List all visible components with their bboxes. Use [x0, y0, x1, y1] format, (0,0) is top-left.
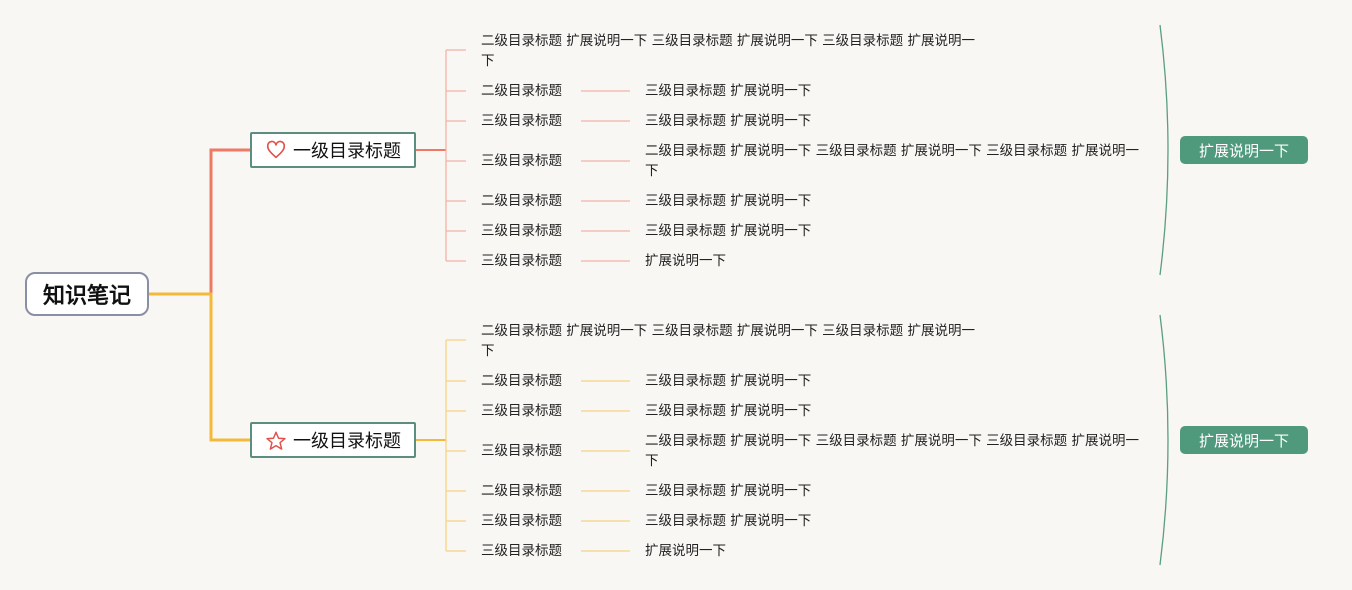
trunk-line-bottom: [149, 292, 250, 442]
level2-node[interactable]: 三级目录标题: [481, 443, 562, 459]
level3-node[interactable]: 扩展说明一下: [645, 543, 726, 559]
level1-label-b: 一级目录标题: [293, 431, 401, 452]
trunk-line-top: [149, 148, 250, 296]
level3-node[interactable]: 二级目录标题 扩展说明一下 三级目录标题 扩展说明一下 三级目录标题 扩展说明一…: [645, 433, 1139, 469]
level2-node[interactable]: 二级目录标题: [481, 193, 562, 209]
branch-b-lines: [416, 339, 630, 552]
level2-node[interactable]: 三级目录标题: [481, 403, 562, 419]
summary-label-top: 扩展说明一下: [1198, 141, 1289, 160]
level3-node[interactable]: 三级目录标题 扩展说明一下: [645, 373, 812, 389]
root-branch-lines: [149, 148, 250, 442]
level3-node[interactable]: 扩展说明一下: [645, 253, 726, 269]
level2-node[interactable]: 三级目录标题: [481, 113, 562, 129]
level2-node[interactable]: 二级目录标题: [481, 373, 562, 389]
level2-node[interactable]: 三级目录标题: [481, 513, 562, 529]
summary-label-bottom: 扩展说明一下: [1198, 431, 1289, 450]
level2-node[interactable]: 三级目录标题: [481, 543, 562, 559]
level3-node[interactable]: 三级目录标题 扩展说明一下: [645, 403, 812, 419]
level1-node-b[interactable]: 一级目录标题: [250, 422, 416, 458]
level3-node[interactable]: 二级目录标题 扩展说明一下 三级目录标题 扩展说明一下 三级目录标题 扩展说明一…: [645, 143, 1139, 179]
level3-node[interactable]: 三级目录标题 扩展说明一下: [645, 113, 812, 129]
heart-icon: [265, 139, 287, 161]
root-node[interactable]: 知识笔记: [25, 272, 149, 316]
root-label: 知识笔记: [42, 284, 131, 309]
level3-node[interactable]: 三级目录标题 扩展说明一下: [645, 223, 812, 239]
level2-node[interactable]: 二级目录标题: [481, 483, 562, 499]
level3-node[interactable]: 三级目录标题 扩展说明一下: [645, 513, 812, 529]
summary-brace-bottom: [1159, 314, 1169, 566]
level3-node[interactable]: 三级目录标题 扩展说明一下: [645, 483, 812, 499]
summary-tag-bottom[interactable]: 扩展说明一下: [1180, 426, 1308, 454]
level3-node[interactable]: 三级目录标题 扩展说明一下: [645, 193, 812, 209]
level3-node[interactable]: 三级目录标题 扩展说明一下: [645, 83, 812, 99]
level2-node[interactable]: 二级目录标题 扩展说明一下 三级目录标题 扩展说明一下 三级目录标题 扩展说明一…: [481, 323, 975, 359]
level2-node[interactable]: 三级目录标题: [481, 153, 562, 169]
summary-tag-top[interactable]: 扩展说明一下: [1180, 136, 1308, 164]
level1-node-a[interactable]: 一级目录标题: [250, 132, 416, 168]
level2-node[interactable]: 三级目录标题: [481, 223, 562, 239]
star-icon: [265, 429, 287, 451]
level2-node[interactable]: 二级目录标题 扩展说明一下 三级目录标题 扩展说明一下 三级目录标题 扩展说明一…: [481, 33, 975, 69]
level1-label-a: 一级目录标题: [293, 141, 401, 162]
level2-node[interactable]: 二级目录标题: [481, 83, 562, 99]
branch-a-lines: [416, 49, 630, 262]
summary-brace-top: [1159, 24, 1169, 276]
level2-node[interactable]: 三级目录标题: [481, 253, 562, 269]
